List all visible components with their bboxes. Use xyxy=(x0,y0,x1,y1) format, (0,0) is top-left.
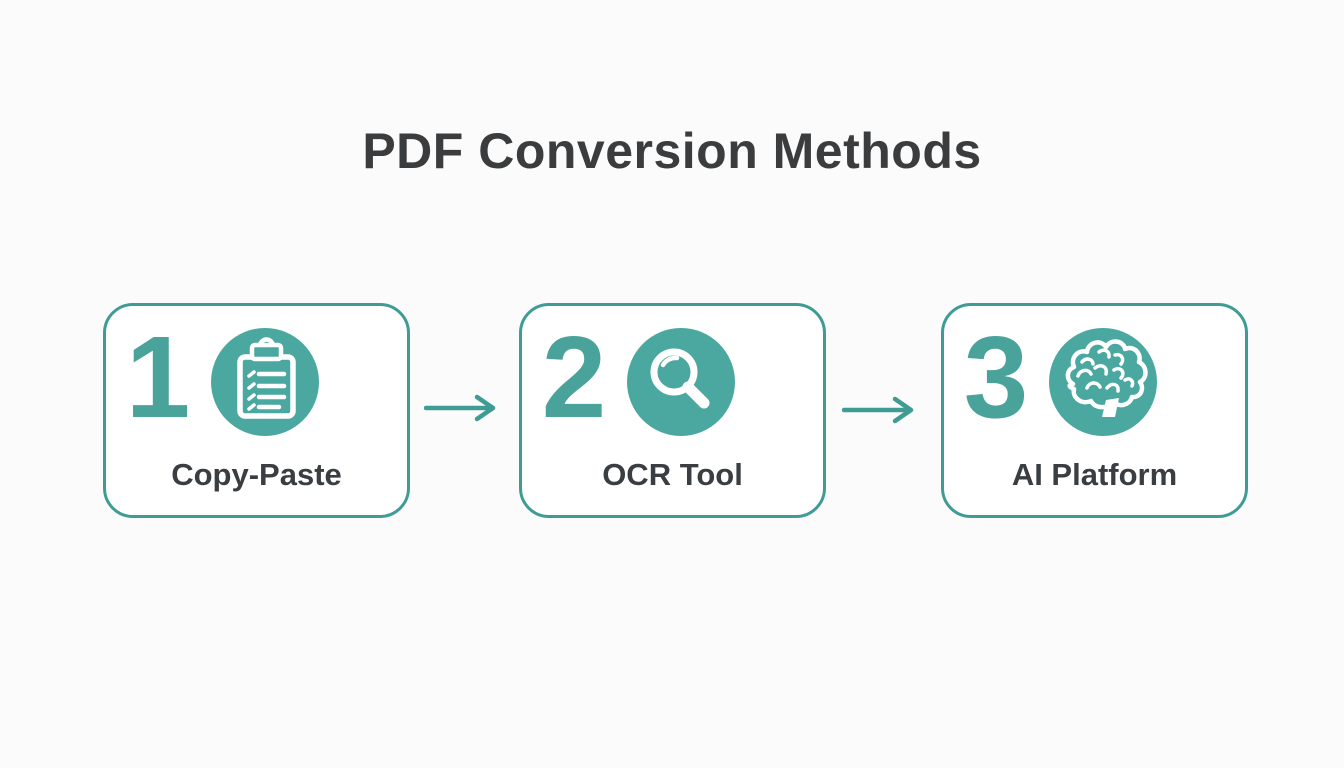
step-number: 3 xyxy=(963,312,1029,442)
arrow-right-icon xyxy=(424,394,496,422)
connector-arrow-2 xyxy=(842,394,916,426)
step-number: 2 xyxy=(541,312,607,442)
step-box-ai-platform: 3 AI Platform xyxy=(941,303,1248,518)
step-label: OCR Tool xyxy=(602,457,743,492)
arrow-right-icon xyxy=(842,396,914,424)
brain-icon xyxy=(1065,339,1148,417)
step-icon-circle xyxy=(627,328,735,436)
step-label: AI Platform xyxy=(1011,457,1178,492)
diagram-title: PDF Conversion Methods xyxy=(362,123,982,179)
step-label: Copy-Paste xyxy=(171,457,342,492)
step-icon-circle xyxy=(1049,328,1157,436)
step-box-ocr-tool: 2 OCR Tool xyxy=(519,303,826,518)
connector-arrow-1 xyxy=(424,392,498,424)
clipboard-icon xyxy=(237,337,296,419)
magnifier-icon xyxy=(650,348,710,409)
step-icon-circle xyxy=(211,328,319,436)
step-box-copy-paste: 1 Copy-Paste xyxy=(103,303,410,518)
step-number: 1 xyxy=(125,312,191,442)
